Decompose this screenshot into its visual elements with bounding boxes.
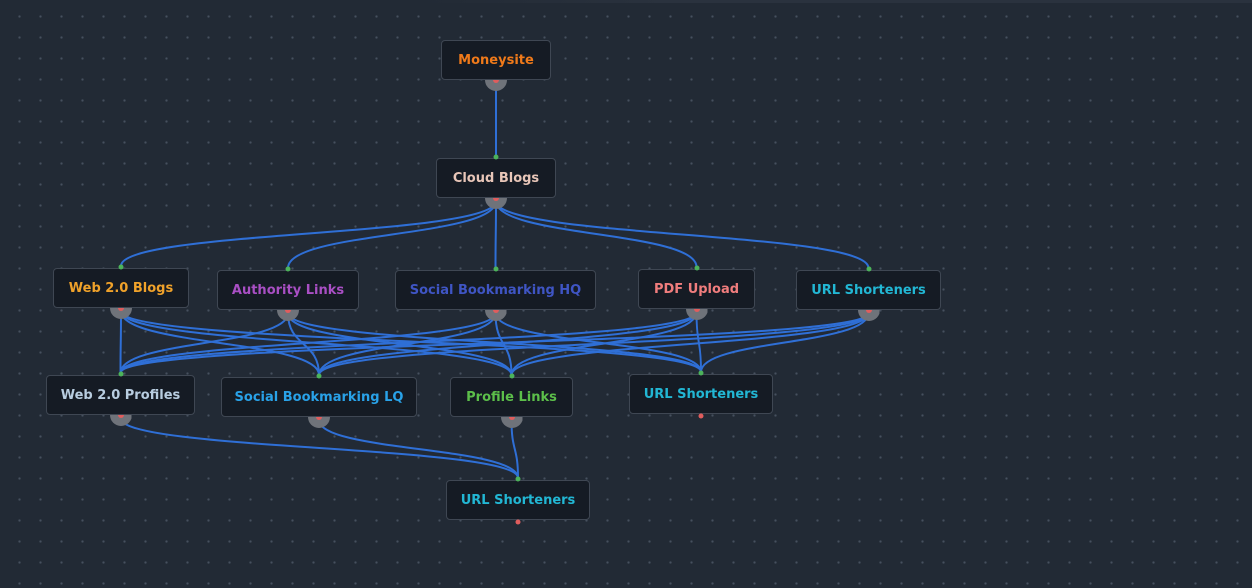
output-handle[interactable] bbox=[857, 310, 880, 321]
node-authority-links[interactable]: Authority Links bbox=[217, 270, 359, 310]
edge-pdf-upload-to-web20-profiles[interactable] bbox=[119, 311, 698, 374]
edge-cloud-blogs-to-web20-blogs[interactable] bbox=[120, 200, 497, 267]
output-handle[interactable] bbox=[500, 417, 523, 428]
output-handle[interactable] bbox=[110, 308, 132, 319]
edge-url-shorteners-1-to-profile-links[interactable] bbox=[510, 312, 870, 376]
node-label: URL Shorteners bbox=[811, 282, 926, 298]
edge-social-bookmarking-hq-to-social-bookmarking-lq[interactable] bbox=[318, 312, 497, 376]
edge-pdf-upload-to-url-shorteners-2[interactable] bbox=[695, 311, 702, 373]
edge-cloud-blogs-to-authority-links[interactable] bbox=[287, 200, 497, 269]
node-url-shorteners-1[interactable]: URL Shorteners bbox=[796, 270, 941, 310]
edge-web20-blogs-to-web20-profiles[interactable] bbox=[119, 310, 122, 374]
input-handle[interactable] bbox=[285, 266, 291, 272]
input-handle[interactable] bbox=[493, 266, 498, 272]
edge-web20-blogs-to-social-bookmarking-lq[interactable] bbox=[120, 310, 320, 376]
input-handle[interactable] bbox=[698, 370, 704, 376]
node-url-shorteners-3[interactable]: URL Shorteners bbox=[446, 480, 590, 520]
output-handle[interactable] bbox=[485, 198, 507, 209]
edge-cloud-blogs-to-pdf-upload[interactable] bbox=[495, 200, 698, 268]
input-handle[interactable] bbox=[515, 476, 521, 482]
node-label: Social Bookmarking HQ bbox=[409, 282, 582, 298]
edge-url-shorteners-1-to-url-shorteners-2[interactable] bbox=[700, 312, 870, 373]
node-label: PDF Upload bbox=[653, 281, 740, 297]
output-handle[interactable] bbox=[685, 309, 708, 320]
edge-cloud-blogs-to-social-bookmarking-hq[interactable] bbox=[494, 200, 497, 269]
output-handle[interactable] bbox=[515, 519, 521, 525]
output-handle[interactable] bbox=[484, 310, 507, 321]
edge-authority-links-to-profile-links[interactable] bbox=[287, 312, 513, 376]
node-pdf-upload[interactable]: PDF Upload bbox=[638, 269, 755, 309]
node-social-bookmarking-hq[interactable]: Social Bookmarking HQ bbox=[395, 270, 596, 310]
output-handle[interactable] bbox=[308, 417, 330, 428]
node-label: URL Shorteners bbox=[460, 492, 576, 508]
output-handle[interactable] bbox=[698, 413, 704, 419]
node-label: Moneysite bbox=[458, 52, 534, 68]
input-handle[interactable] bbox=[316, 373, 322, 379]
node-label: Authority Links bbox=[231, 282, 345, 298]
node-web20-blogs[interactable]: Web 2.0 Blogs bbox=[53, 268, 189, 308]
node-profile-links[interactable]: Profile Links bbox=[450, 377, 573, 417]
input-handle[interactable] bbox=[493, 154, 499, 160]
node-label: Cloud Blogs bbox=[452, 170, 540, 186]
edge-social-bookmarking-lq-to-url-shorteners-3[interactable] bbox=[318, 419, 519, 479]
node-moneysite[interactable]: Moneysite bbox=[441, 40, 551, 80]
edge-web20-profiles-to-url-shorteners-3[interactable] bbox=[119, 417, 519, 479]
top-edge-shadow bbox=[420, 0, 1252, 3]
edge-cloud-blogs-to-url-shorteners-1[interactable] bbox=[495, 200, 870, 269]
input-handle[interactable] bbox=[866, 266, 871, 272]
edge-social-bookmarking-hq-to-url-shorteners-2[interactable] bbox=[494, 312, 702, 373]
edge-url-shorteners-1-to-social-bookmarking-lq[interactable] bbox=[318, 312, 870, 376]
node-url-shorteners-2[interactable]: URL Shorteners bbox=[629, 374, 773, 414]
input-handle[interactable] bbox=[509, 373, 514, 379]
node-label: Web 2.0 Blogs bbox=[68, 280, 174, 296]
node-label: Web 2.0 Profiles bbox=[60, 387, 181, 403]
node-label: Profile Links bbox=[466, 389, 557, 405]
node-cloud-blogs[interactable]: Cloud Blogs bbox=[436, 158, 556, 198]
node-label: Social Bookmarking LQ bbox=[234, 389, 404, 405]
edge-authority-links-to-web20-profiles[interactable] bbox=[119, 312, 289, 374]
output-handle[interactable] bbox=[277, 310, 299, 321]
input-handle[interactable] bbox=[118, 371, 123, 377]
input-handle[interactable] bbox=[118, 264, 124, 270]
output-handle[interactable] bbox=[109, 415, 132, 426]
node-label: URL Shorteners bbox=[643, 386, 759, 402]
node-web20-profiles[interactable]: Web 2.0 Profiles bbox=[46, 375, 195, 415]
edge-url-shorteners-1-to-web20-profiles[interactable] bbox=[119, 312, 870, 374]
edge-social-bookmarking-hq-to-web20-profiles[interactable] bbox=[119, 312, 497, 374]
output-handle[interactable] bbox=[485, 80, 507, 91]
node-social-bookmarking-lq[interactable]: Social Bookmarking LQ bbox=[221, 377, 417, 417]
input-handle[interactable] bbox=[694, 265, 699, 271]
